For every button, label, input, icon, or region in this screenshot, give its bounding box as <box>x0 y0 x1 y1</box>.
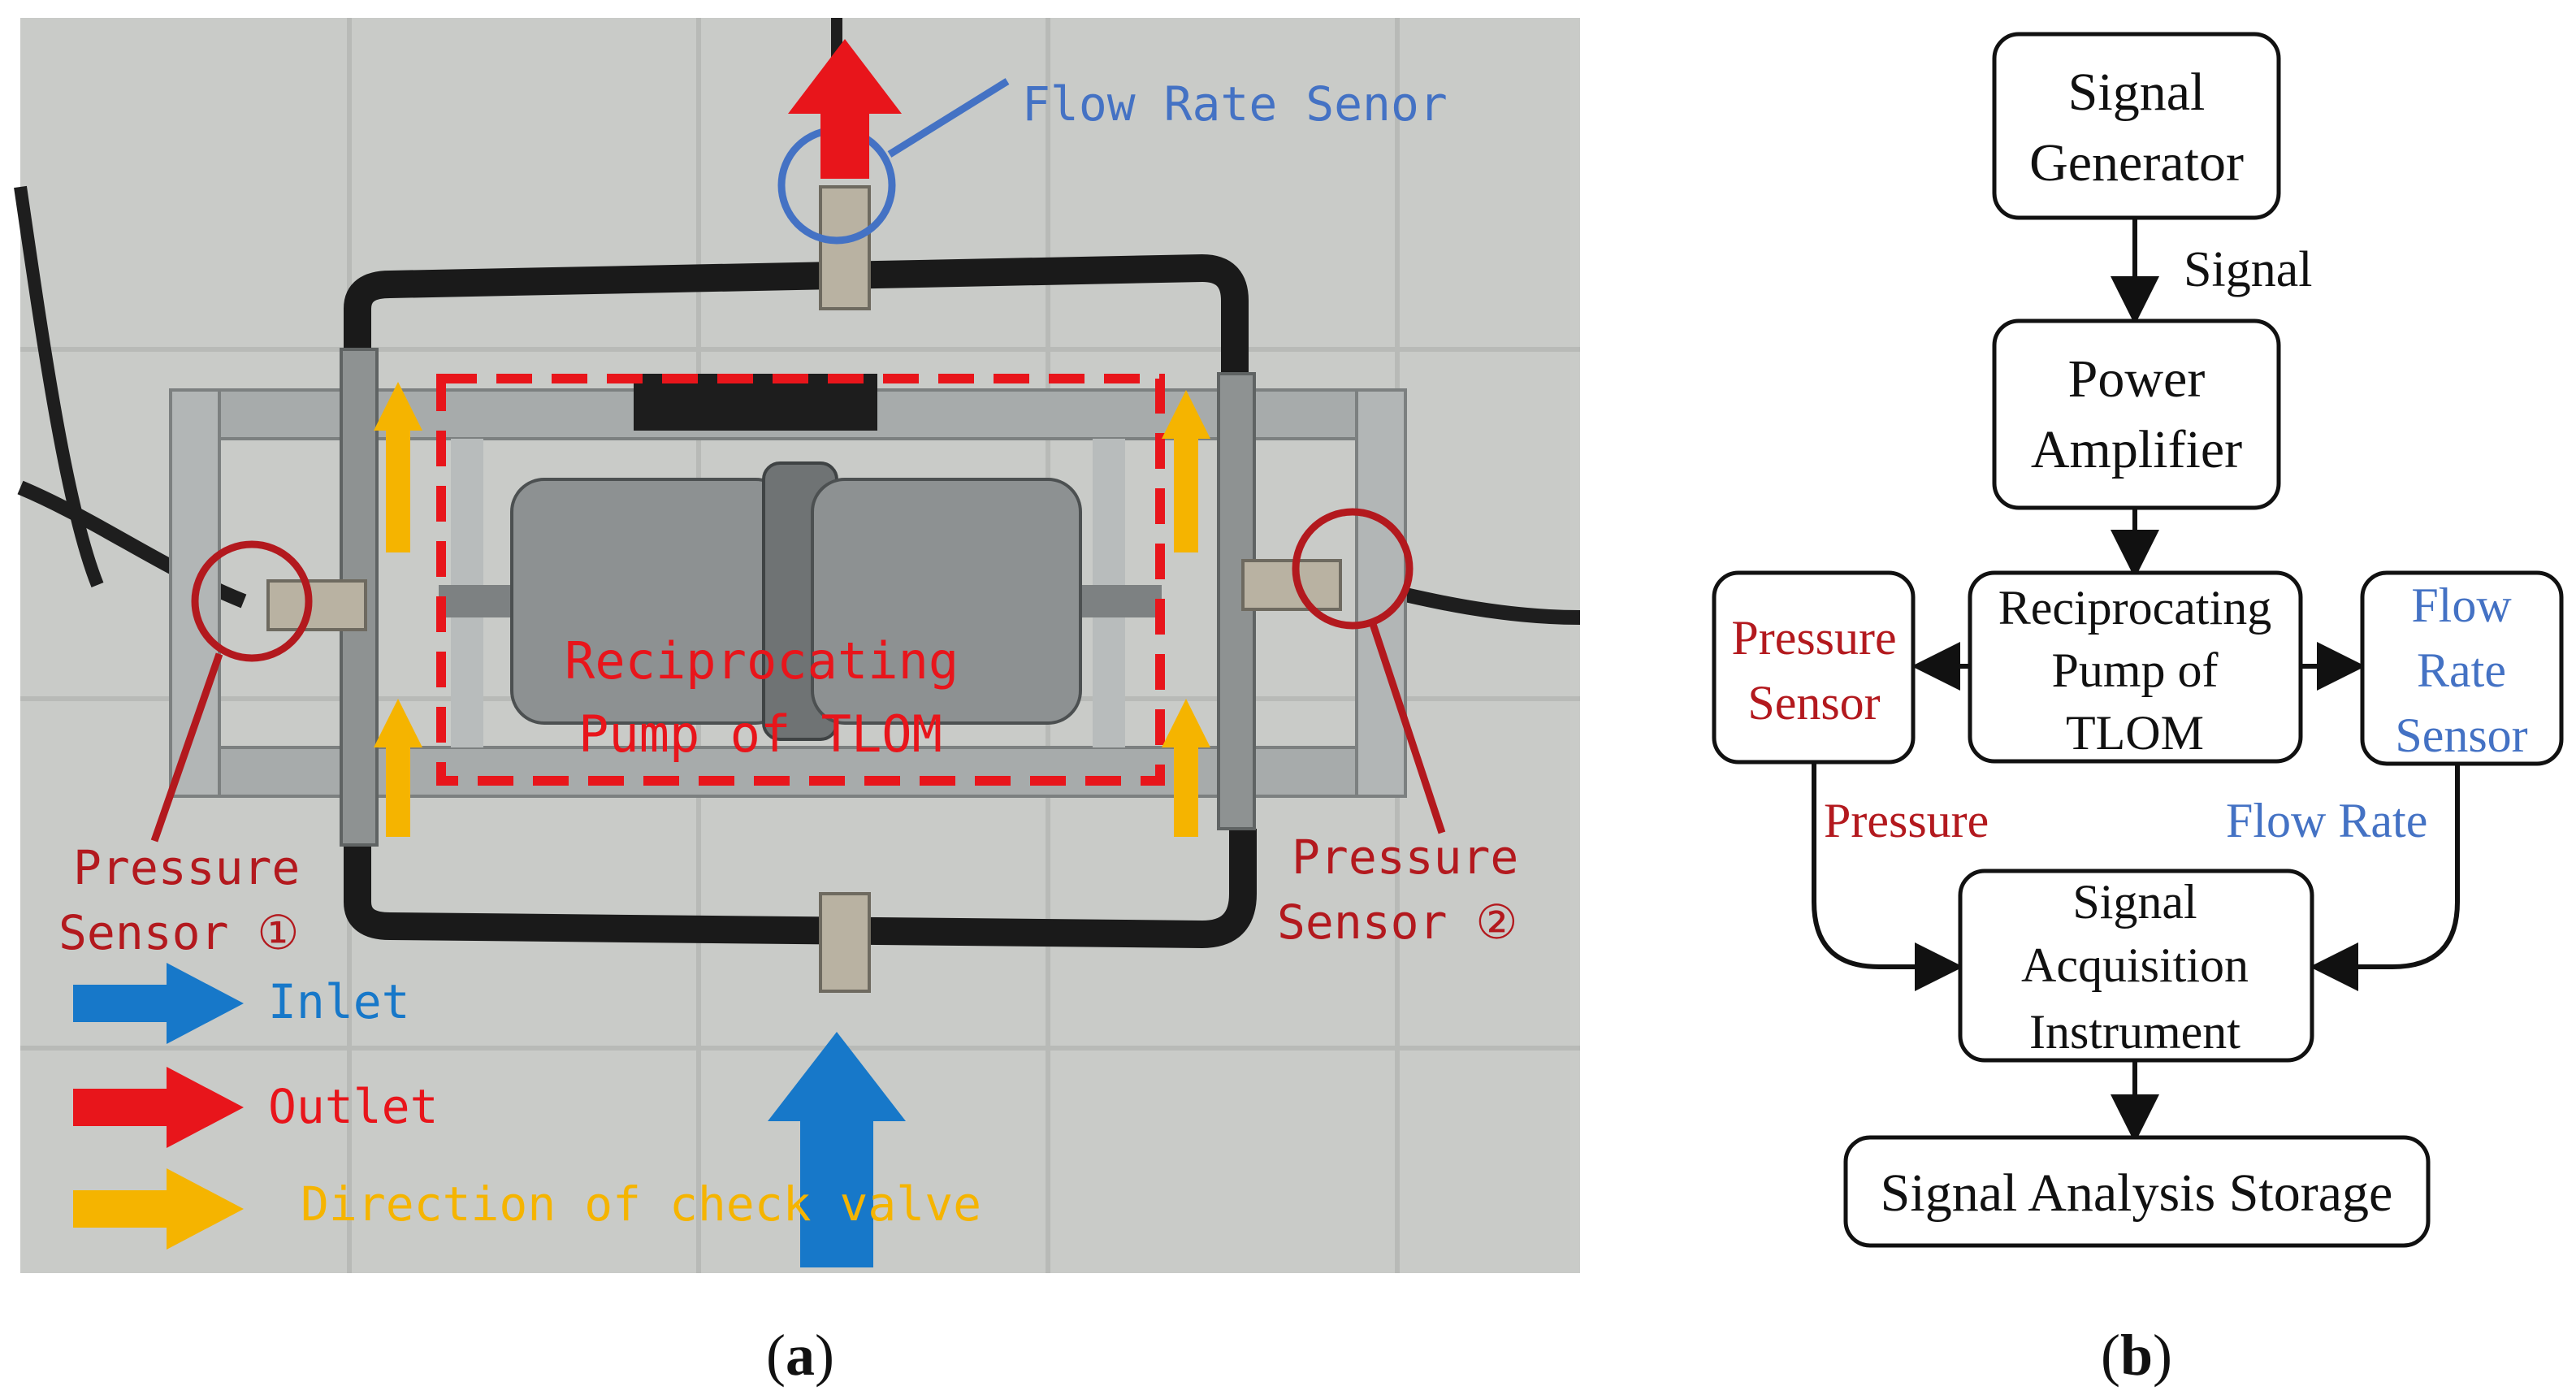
pressure-sensor-1-pointer <box>150 652 223 843</box>
node-pump: Reciprocating Pump of TLOM <box>1968 570 2303 764</box>
node-power-amplifier-line1: Power <box>2068 349 2206 409</box>
legend-outlet-arrow <box>73 1067 244 1148</box>
legend-check-valve-arrow <box>73 1168 244 1250</box>
node-power-amplifier: Power Amplifier <box>1992 318 2281 510</box>
top-hose <box>344 253 1249 374</box>
node-power-amplifier-box <box>1992 318 2281 510</box>
node-signal-generator-line2: Generator <box>2029 133 2244 193</box>
node-flow-sensor-box <box>2360 570 2564 766</box>
edge-label-pressure: Pressure <box>1824 794 1989 847</box>
node-pump-line2: Pump of <box>2051 643 2218 697</box>
pressure-sensor-2-pointer <box>1369 622 1446 834</box>
right-sensor-fitting <box>1241 559 1342 611</box>
legend-check-valve-label: Direction of check valve <box>301 1176 981 1232</box>
pump-label-line2: Pump of TLOM <box>578 704 942 764</box>
caption-a-close: ) <box>815 1323 834 1388</box>
node-flow-sensor-line1: Flow <box>2411 578 2512 632</box>
node-signal-generator: Signal Generator <box>1992 32 2281 220</box>
node-acquisition: Signal Acquisition Instrument <box>1958 869 2314 1063</box>
bottom-hose <box>344 829 1257 949</box>
node-pressure-sensor-line1: Pressure <box>1731 611 1896 665</box>
node-signal-generator-box <box>1992 32 2281 220</box>
flow-sensor-body <box>819 185 871 310</box>
panel-a-caption: (a) <box>766 1323 834 1388</box>
pressure-sensor-1-circle <box>191 540 313 662</box>
check-valve-arrow-2 <box>374 699 422 837</box>
pressure-sensor-2-circle <box>1292 508 1414 630</box>
node-pressure-sensor: Pressure Sensor <box>1712 570 1916 765</box>
node-pressure-sensor-line2: Sensor <box>1747 676 1880 730</box>
pump-cylinder-right <box>811 478 1082 725</box>
check-valve-arrow-4 <box>1162 699 1210 837</box>
check-valve-arrows <box>374 382 1210 837</box>
legend-inlet-arrow <box>73 963 244 1044</box>
node-pump-box <box>1968 570 2303 764</box>
pump-highlight-box <box>436 374 1165 786</box>
left-sensor-fitting <box>266 579 367 631</box>
node-power-amplifier-line2: Amplifier <box>2031 420 2242 479</box>
node-storage-line1: Signal Analysis Storage <box>1881 1163 2393 1223</box>
panel-a-photo: Flow Rate Senor Reciprocating Pump of TL… <box>14 18 1581 1273</box>
node-acquisition-line1: Signal <box>2072 875 2197 929</box>
flow-rate-label: Flow Rate Senor <box>1022 76 1448 132</box>
node-pressure-sensor-box <box>1712 570 1916 765</box>
pressure-sensor-2-line1: Pressure <box>1292 830 1518 885</box>
edge-pressure-to-acquisition <box>1812 762 1963 991</box>
pressure-sensor-1-line2: Sensor ① <box>58 905 299 960</box>
node-acquisition-box <box>1958 869 2314 1063</box>
check-valve-arrow-1 <box>374 382 422 552</box>
node-signal-generator-line1: Signal <box>2068 63 2206 122</box>
pump-label-line1: Reciprocating <box>565 631 959 691</box>
node-pump-line3: TLOM <box>2066 706 2204 760</box>
node-acquisition-line3: Instrument <box>2029 1005 2240 1059</box>
legend-outlet-label: Outlet <box>268 1079 439 1134</box>
node-pump-line1: Reciprocating <box>1998 581 2272 635</box>
node-flow-sensor-line2: Rate <box>2417 643 2506 697</box>
edge-label-flow-rate: Flow Rate <box>2226 794 2427 847</box>
node-flow-sensor-line3: Sensor <box>2395 708 2527 762</box>
inlet-fitting <box>819 892 871 993</box>
caption-a-open: ( <box>766 1323 786 1388</box>
node-storage-box <box>1843 1135 2431 1248</box>
legend-inlet-label: Inlet <box>268 974 410 1029</box>
edge-label-signal: Signal <box>2184 242 2312 297</box>
caption-b-open: ( <box>2101 1323 2120 1388</box>
caption-a-letter: a <box>786 1323 815 1388</box>
left-cable-2 <box>14 185 104 587</box>
frame-right-rail <box>1355 388 1407 798</box>
caption-b-close: ) <box>2153 1323 2172 1388</box>
pressure-sensor-1-line1: Pressure <box>73 840 300 895</box>
flow-sensor-pointer <box>887 78 1010 158</box>
caption-b-letter: b <box>2120 1323 2153 1388</box>
panel-b-caption: (b) <box>2101 1323 2172 1388</box>
edge-flow-to-acquisition <box>2310 764 2460 991</box>
pressure-sensor-2-line2: Sensor ② <box>1277 895 1517 950</box>
panel-b-diagram: Signal Generator Power Amplifier Recipro… <box>1712 32 2564 1248</box>
node-acquisition-line2: Acquisition <box>2021 938 2249 992</box>
check-valve-arrow-3 <box>1162 390 1210 552</box>
inlet-flow-arrow <box>768 1032 906 1267</box>
node-flow-sensor: Flow Rate Sensor <box>2360 570 2564 766</box>
node-storage: Signal Analysis Storage <box>1843 1135 2431 1248</box>
outlet-flow-arrow <box>788 39 902 179</box>
